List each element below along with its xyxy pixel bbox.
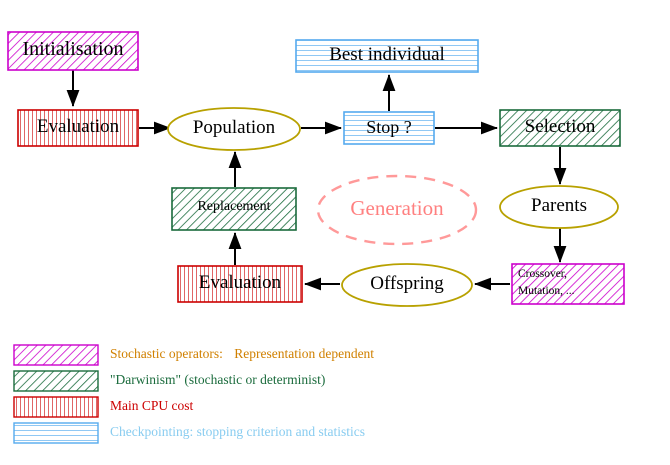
node-replacement <box>171 187 297 231</box>
legend-text-stochastic: Stochastic operators: Representation dep… <box>110 346 374 362</box>
node-evaluation-bottom <box>177 265 303 303</box>
node-selection <box>499 109 621 147</box>
node-evaluation-top <box>17 109 139 147</box>
legend-text-cpu-cost: Main CPU cost <box>110 398 194 413</box>
legend-swatch-blue <box>13 422 99 444</box>
legend-text-stochastic-sub: Representation dependent <box>234 346 375 361</box>
node-best-individual <box>295 39 479 73</box>
node-variation <box>511 263 625 305</box>
node-initialisation <box>7 31 139 71</box>
legend-text-stochastic-main: Stochastic operators: <box>110 346 223 361</box>
connector-arrows <box>66 70 567 291</box>
legend-swatch-magenta <box>13 344 99 366</box>
node-generation <box>316 174 478 246</box>
node-population <box>167 107 301 151</box>
node-stop <box>343 111 435 145</box>
legend-text-checkpointing: Checkpointing: stopping criterion and st… <box>110 424 365 439</box>
node-offspring <box>341 263 473 307</box>
legend-text-darwinism: "Darwinism" (stochastic or determinist) <box>110 372 326 387</box>
legend-swatch-green <box>13 370 99 392</box>
legend-swatch-red <box>13 396 99 418</box>
node-parents <box>499 185 619 229</box>
